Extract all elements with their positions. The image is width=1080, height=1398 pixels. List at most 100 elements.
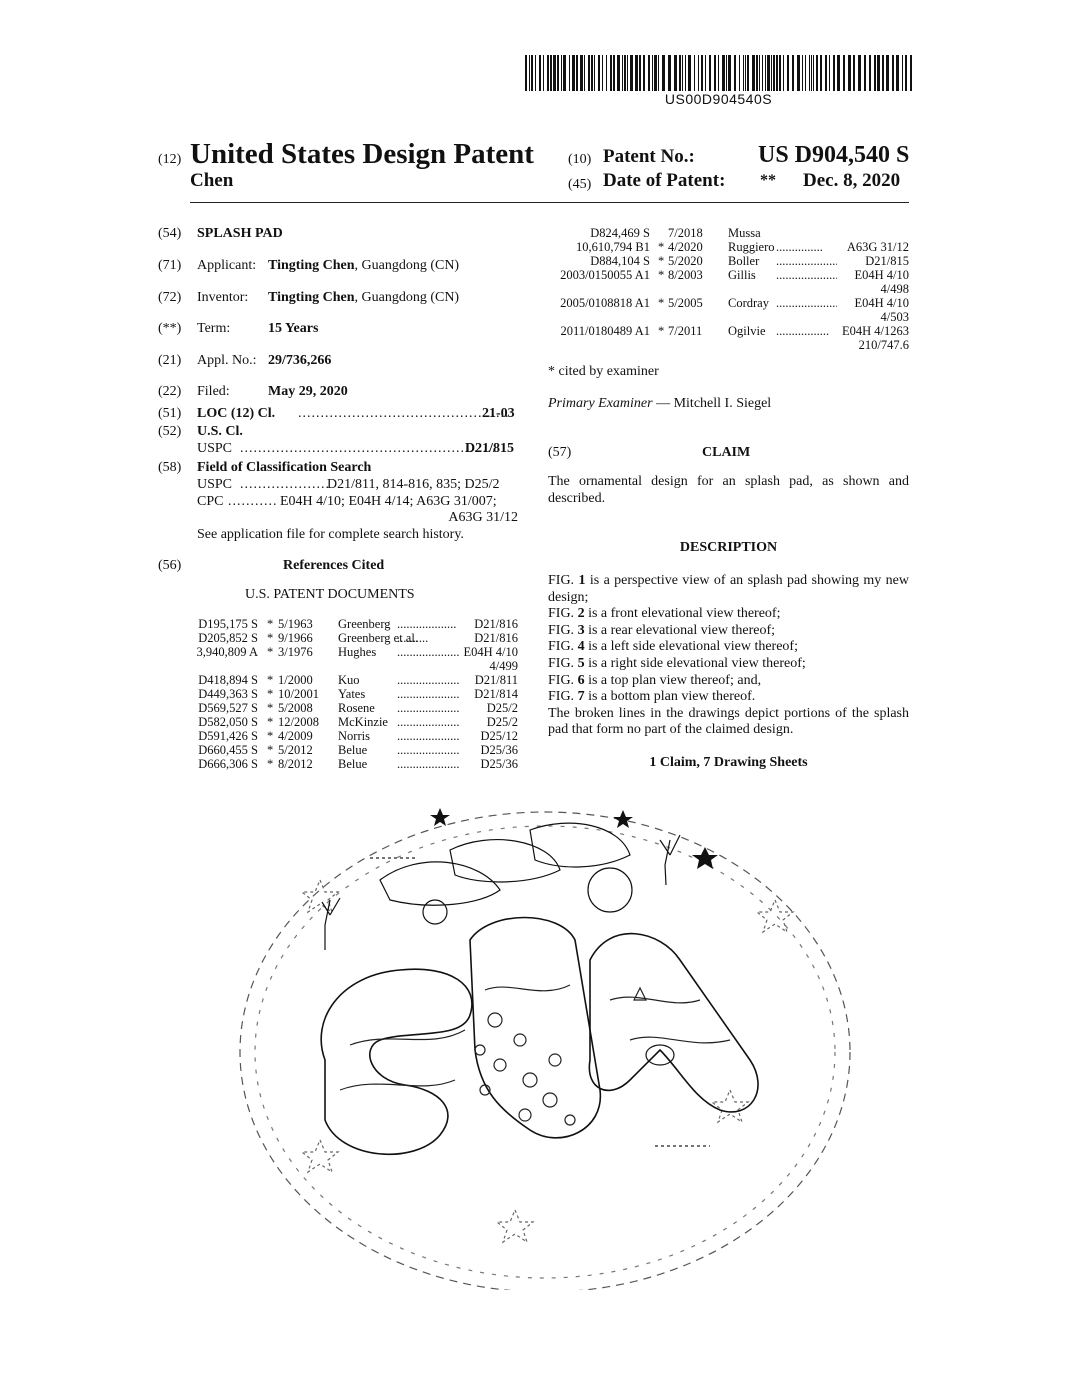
reference-date: 3/1976 xyxy=(278,645,313,659)
patent-number: US D904,540 S xyxy=(758,142,910,168)
barcode-bar xyxy=(726,55,727,91)
wave-line xyxy=(484,984,571,992)
leader-dots: ........... xyxy=(228,494,278,509)
reference-name: Greenberg et al. xyxy=(338,631,418,645)
fig-number: 7 xyxy=(577,689,585,705)
claim-heading: CLAIM xyxy=(702,445,751,460)
reference-examiner-star: * xyxy=(658,240,665,254)
barcode-bar xyxy=(833,55,835,91)
reference-doc-number: D205,852 S xyxy=(198,631,258,645)
barcode-bar xyxy=(569,55,570,91)
reference-doc-number: 2005/0108818 A1 xyxy=(560,296,650,310)
reference-name: Boller xyxy=(728,254,760,268)
barcode-bar xyxy=(543,55,544,91)
reference-class: D25/36 xyxy=(480,757,519,771)
barcode-bar xyxy=(662,55,665,91)
barcode-bar xyxy=(783,55,784,91)
description-line: FIG. 3 is a rear elevational view thereo… xyxy=(548,623,909,640)
barcode-bar xyxy=(816,55,818,91)
reference-date: 4/2020 xyxy=(668,240,703,254)
barcode-bar xyxy=(739,55,740,91)
reference-class: D21/815 xyxy=(865,254,909,268)
code-12: (12) xyxy=(158,152,182,167)
field-code: (56) xyxy=(158,558,182,573)
star-icons xyxy=(430,808,718,869)
barcode-bar xyxy=(787,55,789,91)
claims-sheets-count: 1 Claim, 7 Drawing Sheets xyxy=(649,755,808,770)
reference-doc-number: 2003/0150055 A1 xyxy=(560,268,650,282)
barcode-bar xyxy=(765,55,766,91)
loc-label: LOC (12) Cl. xyxy=(197,406,276,421)
barcode-bar xyxy=(701,55,703,91)
uspc-label: USPC xyxy=(197,477,233,492)
reference-name: Yates xyxy=(338,687,366,701)
barcode-bar xyxy=(525,55,527,91)
term-label: Term: xyxy=(197,321,231,336)
polka-dots xyxy=(474,1012,576,1126)
reference-doc-number: 2011/0180489 A1 xyxy=(560,324,650,338)
reference-name: Belue xyxy=(338,757,368,771)
barcode-bar xyxy=(902,55,903,91)
barcode-bar xyxy=(747,55,749,91)
barcode-bar xyxy=(843,55,845,91)
applicant-name: Tingting Chen xyxy=(268,258,355,273)
reference-class: A63G 31/12 xyxy=(846,240,909,254)
reference-doc-number: 10,610,794 B1 xyxy=(576,240,650,254)
description-line: FIG. 1 is a perspective view of an splas… xyxy=(548,573,909,606)
barcode-bar xyxy=(756,55,758,91)
uspc-value: D21/815 xyxy=(465,441,514,456)
reference-class: E04H 4/10 xyxy=(463,645,518,659)
reference-date: 8/2012 xyxy=(278,757,313,771)
barcode-bar xyxy=(679,55,681,91)
reference-class-cont: 4/499 xyxy=(489,659,518,673)
barcode-bar xyxy=(654,55,657,91)
reference-examiner-star: * xyxy=(267,743,274,757)
broken-line-outline xyxy=(239,811,851,1290)
barcode-bar xyxy=(685,55,686,91)
leader-dots: ........................................… xyxy=(298,406,510,421)
fig-description: is a top plan view thereof; and, xyxy=(584,672,762,688)
reference-examiner-star: * xyxy=(658,324,665,338)
cpc-classes: E04H 4/10; E04H 4/14; A63G 31/007; xyxy=(280,494,497,509)
reference-examiner-star: * xyxy=(267,673,274,687)
leader-dots: ............................ xyxy=(397,729,460,743)
reference-name: McKinzie xyxy=(338,715,388,729)
barcode-bar xyxy=(682,55,683,91)
broken-lines-note: The broken lines in the drawings depict … xyxy=(548,705,909,738)
reference-class-cont: 4/498 xyxy=(880,282,909,296)
cited-by-examiner-note: * cited by examiner xyxy=(548,364,659,379)
coral-icon xyxy=(321,897,341,950)
leader-dots: .......................... xyxy=(776,254,837,268)
primary-examiner: Primary Examiner — Mitchell I. Siegel xyxy=(548,396,771,412)
reference-examiner-star: * xyxy=(267,701,274,715)
reference-date: 12/2008 xyxy=(278,715,319,729)
barcode-bar xyxy=(722,55,725,91)
leader-dots: .................... xyxy=(776,296,837,310)
applicant-location: , Guangdong (CN) xyxy=(354,258,460,273)
barcode xyxy=(525,55,912,91)
appl-no-value: 29/736,266 xyxy=(268,353,332,368)
reference-examiner-star: * xyxy=(267,729,274,743)
barcode-bar xyxy=(853,55,855,91)
leader-dots: .................... xyxy=(240,477,330,492)
barcode-bar xyxy=(805,55,806,91)
field-code: (21) xyxy=(158,353,182,368)
reference-doc-number: D195,175 S xyxy=(198,617,258,631)
barcode-bar xyxy=(837,55,840,91)
barcode-bar xyxy=(622,55,623,91)
splash-pad-drawing xyxy=(239,808,851,1290)
barcode-bar xyxy=(809,55,810,91)
fig-prefix: FIG. xyxy=(548,655,578,671)
barcode-bar xyxy=(624,55,626,91)
us-cl-label: U.S. Cl. xyxy=(197,424,243,439)
fig-description: is a left side elevational view thereof; xyxy=(584,639,798,655)
barcode-bar xyxy=(776,55,778,91)
reference-date: 8/2003 xyxy=(668,268,703,282)
leader-dots: .......... xyxy=(397,631,429,645)
field-code: (71) xyxy=(158,258,182,273)
barcode-bar xyxy=(563,55,566,91)
barcode-bar xyxy=(892,55,894,91)
barcode-bar xyxy=(773,55,775,91)
reference-name: Greenberg xyxy=(338,617,391,631)
barcode-bar xyxy=(594,55,595,91)
